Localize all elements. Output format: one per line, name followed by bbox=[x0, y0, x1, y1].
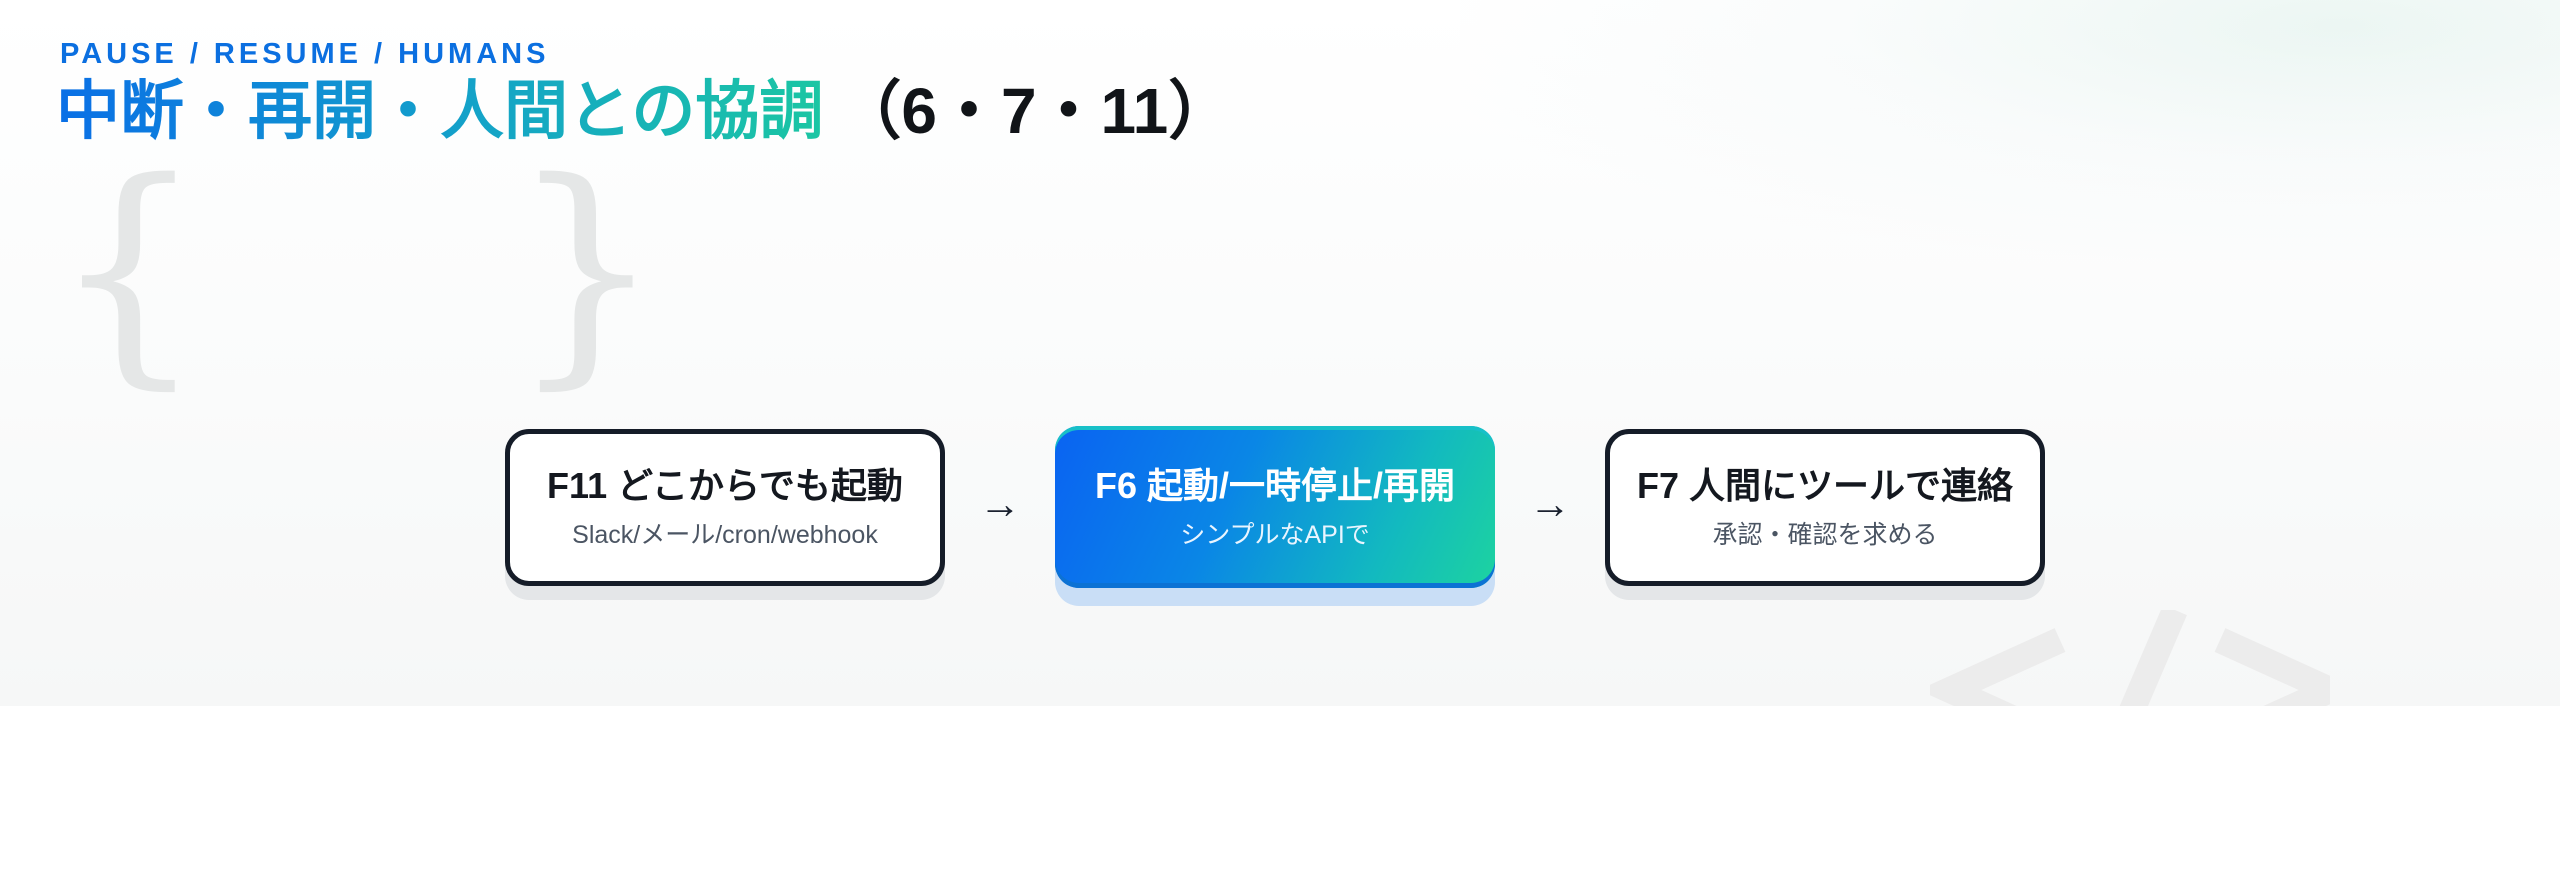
decorative-braces-icon: { } bbox=[52, 130, 663, 410]
flow-step-title: F6 起動/一時停止/再開 bbox=[1094, 465, 1456, 506]
flow-arrow-icon: → bbox=[1529, 480, 1571, 527]
decorative-code-tag-icon bbox=[1930, 610, 2330, 706]
flow-step-title: F11 どこからでも起動 bbox=[547, 465, 903, 506]
flow-step-subtitle: 承認・確認を求める bbox=[1712, 521, 1938, 549]
eyebrow-label: PAUSE / RESUME / HUMANS bbox=[60, 38, 550, 70]
flow-step-subtitle: シンプルなAPIで bbox=[1180, 521, 1370, 549]
page-title-suffix: （6・7・11） bbox=[837, 75, 1233, 147]
background-glow bbox=[1460, 0, 2560, 260]
flow-arrow-icon: → bbox=[979, 480, 1021, 527]
page-title: 中断・再開・人間との協調（6・7・11） bbox=[56, 68, 1232, 154]
flow-step-trigger: F11 どこからでも起動 Slack/メール/cron/webhook bbox=[505, 428, 945, 586]
flow-step-lifecycle: F6 起動/一時停止/再開 シンプルなAPIで bbox=[1055, 426, 1495, 588]
page-title-main: 中断・再開・人間との協調 bbox=[56, 75, 824, 147]
flow-step-title: F7 人間にツールで連絡 bbox=[1636, 465, 2013, 506]
flow-step-subtitle: Slack/メール/cron/webhook bbox=[572, 521, 878, 549]
flow-step-human-contact: F7 人間にツールで連絡 承認・確認を求める bbox=[1605, 428, 2045, 586]
flow-diagram: F11 どこからでも起動 Slack/メール/cron/webhook → F6… bbox=[505, 422, 2045, 592]
slide-canvas: { } PAUSE / RESUME / HUMANS 中断・再開・人間との協調… bbox=[0, 0, 2560, 706]
